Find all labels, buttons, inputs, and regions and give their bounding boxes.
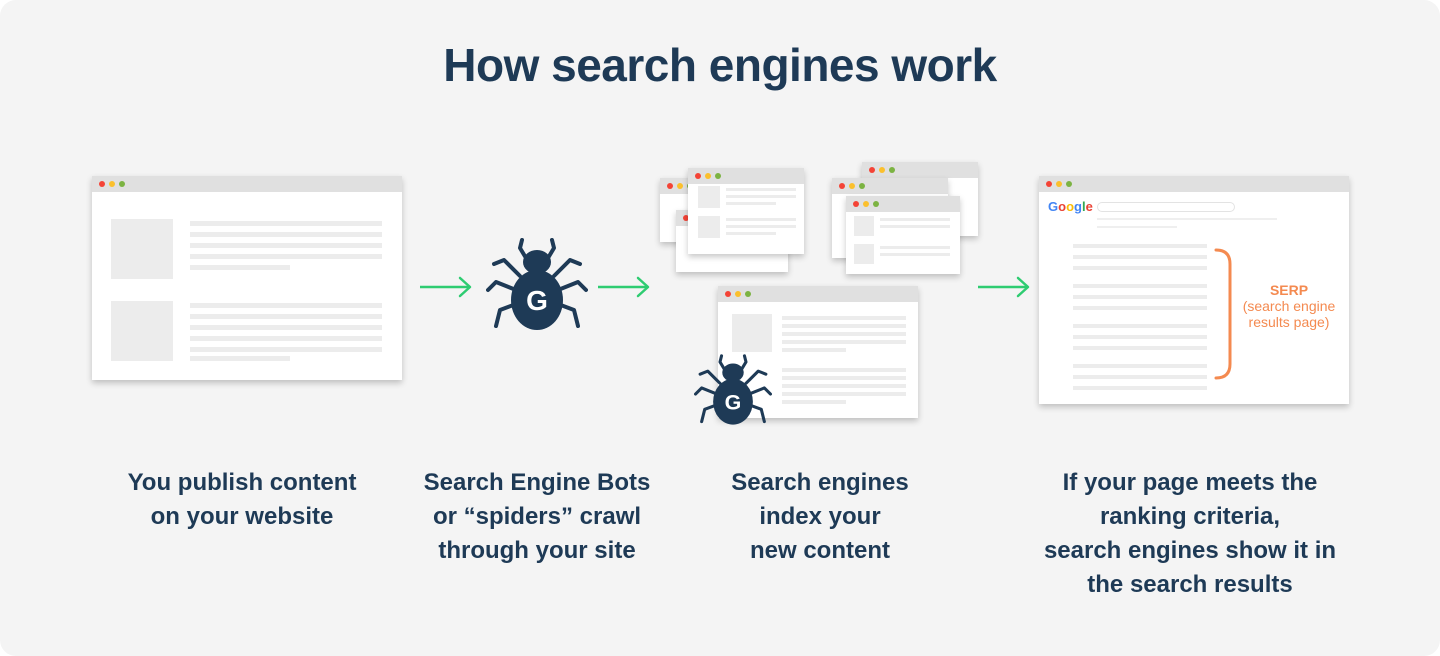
- serp-description-line: results page): [1248, 314, 1330, 330]
- step-caption: If your page meets the ranking criteria,…: [1043, 469, 1337, 598]
- spider-bot-icon: G: [486, 238, 588, 330]
- website-window: [92, 176, 402, 380]
- image-placeholder: [111, 219, 173, 279]
- indexed-page-window: [846, 196, 960, 274]
- spider-letter: G: [526, 285, 548, 316]
- window-title-bar: [92, 176, 402, 192]
- serp-title: SERP: [1269, 282, 1309, 298]
- arrow-icon: [978, 276, 1030, 298]
- page-title: How search engines work: [443, 39, 997, 91]
- serp-bracket: [1214, 248, 1232, 380]
- spider-bot-icon: G: [694, 354, 772, 425]
- serp-label: SERP (search engine results page): [1236, 282, 1342, 330]
- indexed-page-window: [688, 168, 804, 254]
- google-logo: Google: [1048, 199, 1093, 214]
- spider-letter: G: [725, 390, 742, 414]
- arrow-icon: [420, 276, 472, 298]
- serp-description-line: (search engine: [1242, 298, 1336, 314]
- step-caption: Search engines index your new content: [731, 469, 909, 564]
- image-placeholder: [111, 301, 173, 361]
- search-input[interactable]: [1097, 202, 1235, 212]
- step-caption: Search Engine Bots or “spiders” crawl th…: [423, 469, 651, 564]
- step-caption: You publish content on your website: [127, 469, 357, 530]
- arrow-icon: [598, 276, 650, 298]
- serp-window: Google: [1039, 176, 1349, 404]
